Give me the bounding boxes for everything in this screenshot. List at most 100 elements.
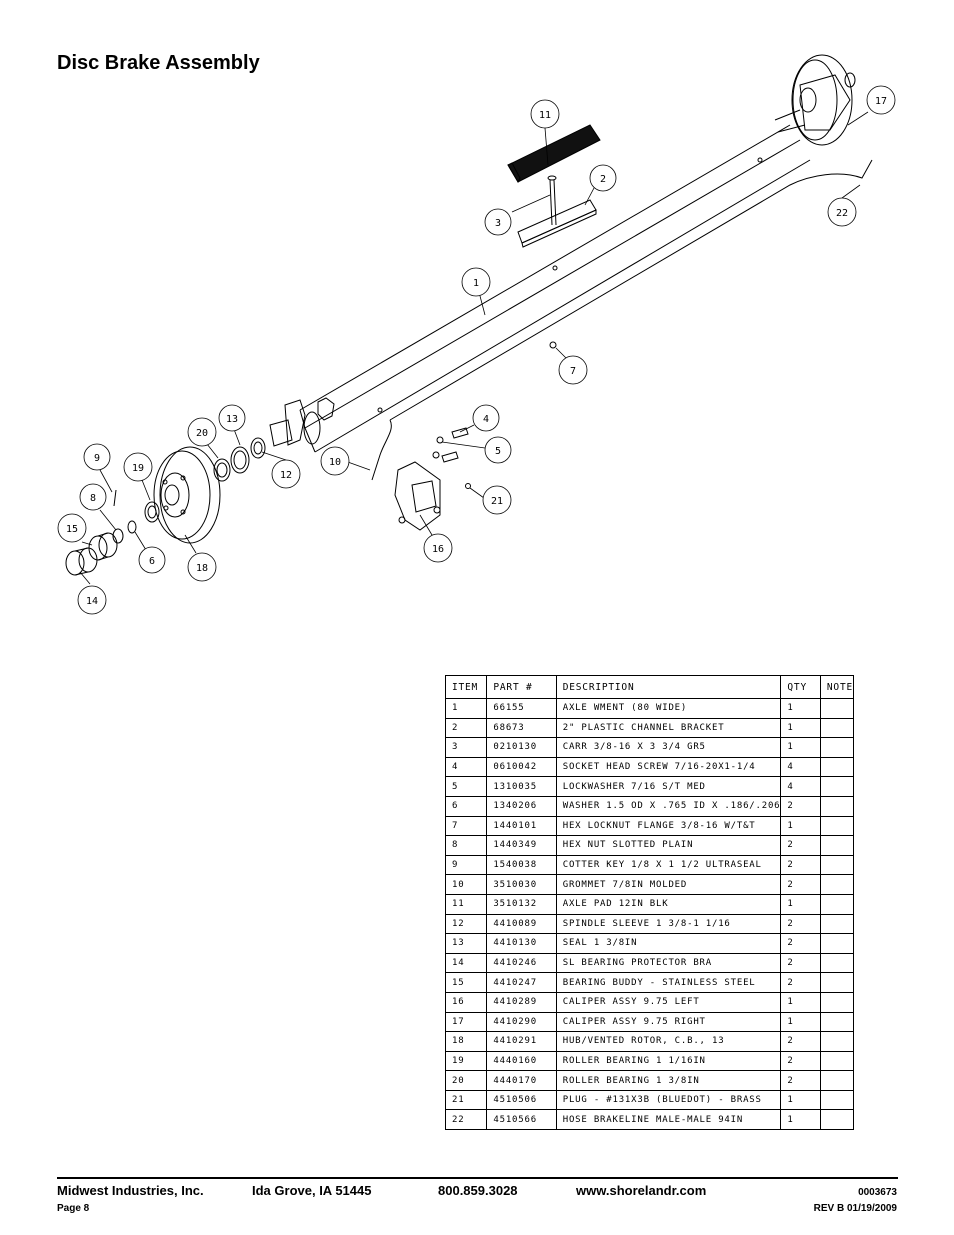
cell-note xyxy=(819,1070,855,1091)
cell-item: 1 xyxy=(444,698,488,719)
roller-bearing-20 xyxy=(213,458,231,482)
svg-text:7: 7 xyxy=(570,366,576,377)
cell-item: 16 xyxy=(444,991,488,1013)
svg-text:5: 5 xyxy=(495,446,501,457)
page-title: Disc Brake Assembly xyxy=(57,52,260,74)
cell-description: HOSE BRAKELINE MALE-MALE 94IN xyxy=(555,1109,782,1131)
svg-text:1: 1 xyxy=(473,278,479,289)
cell-part: 1540038 xyxy=(486,854,557,876)
cell-description: AXLE PAD 12IN BLK xyxy=(555,893,782,915)
cell-qty: 2 xyxy=(780,972,821,993)
cell-part: 4410247 xyxy=(486,972,557,993)
cell-item: 12 xyxy=(444,913,488,935)
cell-note xyxy=(819,893,855,915)
cell-qty: 1 xyxy=(780,1011,821,1033)
slotted-nut xyxy=(112,528,124,544)
cell-part: 4410246 xyxy=(486,952,557,974)
cell-qty: 1 xyxy=(780,893,821,915)
cotter-key xyxy=(113,489,117,507)
callout-7: 7 xyxy=(558,355,588,385)
cell-part: 4410291 xyxy=(486,1031,557,1052)
cell-note xyxy=(819,1089,855,1111)
cell-note xyxy=(819,756,855,778)
callout-20: 20 xyxy=(187,417,217,447)
cell-note xyxy=(819,737,855,758)
cell-part: 3510132 xyxy=(486,893,557,915)
cell-qty: 1 xyxy=(780,698,821,719)
svg-text:3: 3 xyxy=(495,218,501,229)
cell-note xyxy=(819,952,855,974)
callout-19: 19 xyxy=(123,452,153,482)
svg-text:13: 13 xyxy=(226,414,238,425)
cell-description: SL BEARING PROTECTOR BRA xyxy=(555,952,782,974)
cell-qty: 2 xyxy=(780,913,821,935)
cell-item: 7 xyxy=(444,815,488,837)
cell-note xyxy=(819,1011,855,1033)
cell-note xyxy=(819,854,855,876)
svg-text:18: 18 xyxy=(196,563,208,574)
svg-text:11: 11 xyxy=(539,110,551,121)
plug xyxy=(465,483,471,489)
brake-line-right xyxy=(389,159,873,421)
cell-qty: 1 xyxy=(780,737,821,758)
cell-part: 66155 xyxy=(486,698,557,719)
callout-3: 3 xyxy=(484,208,512,236)
cell-qty: 1 xyxy=(780,717,821,739)
svg-text:16: 16 xyxy=(432,544,444,555)
cell-item: 21 xyxy=(444,1089,488,1111)
leader-lines xyxy=(79,111,869,585)
cell-note xyxy=(819,874,855,895)
callout-1: 1 xyxy=(461,267,491,297)
cell-description: HUB/VENTED ROTOR, C.B., 13 xyxy=(555,1031,782,1052)
cell-description: HEX NUT SLOTTED PLAIN xyxy=(555,835,782,856)
cell-description: COTTER KEY 1/8 X 1 1/2 ULTRASEAL xyxy=(555,854,782,876)
cell-qty: 2 xyxy=(780,933,821,954)
callout-8: 8 xyxy=(79,483,107,511)
locknut xyxy=(549,341,557,349)
bearing-protector xyxy=(65,547,98,576)
cell-item: 6 xyxy=(444,795,488,817)
callout-12: 12 xyxy=(271,459,301,489)
cell-description: CALIPER ASSY 9.75 RIGHT xyxy=(555,1011,782,1033)
svg-text:9: 9 xyxy=(94,453,100,464)
hub-rotor xyxy=(153,446,221,544)
callout-13: 13 xyxy=(218,404,246,432)
cell-description: CALIPER ASSY 9.75 LEFT xyxy=(555,991,782,1013)
cell-note xyxy=(819,1050,855,1072)
cell-qty: 2 xyxy=(780,874,821,895)
callout-17: 17 xyxy=(866,85,896,115)
cell-item: 19 xyxy=(444,1050,488,1072)
washer-6 xyxy=(127,520,137,534)
cell-qty: 1 xyxy=(780,1109,821,1131)
cell-note xyxy=(819,835,855,856)
cell-item: 4 xyxy=(444,756,488,778)
callout-21: 21 xyxy=(482,485,512,515)
cell-description: WASHER 1.5 OD X .765 ID X .186/.206 xyxy=(555,795,782,817)
cell-part: 4440160 xyxy=(486,1050,557,1072)
cell-note xyxy=(819,698,855,719)
cell-note xyxy=(819,972,855,993)
cell-description: PLUG - #131X3B (BLUEDOT) - BRASS xyxy=(555,1089,782,1111)
cell-qty: 1 xyxy=(780,991,821,1013)
seal-13 xyxy=(230,446,250,474)
roller-bearing-19 xyxy=(144,501,160,523)
cell-note xyxy=(819,717,855,739)
svg-text:19: 19 xyxy=(132,463,144,474)
cell-qty: 2 xyxy=(780,795,821,817)
svg-text:17: 17 xyxy=(875,96,887,107)
cell-description: AXLE WMENT (80 WIDE) xyxy=(555,698,782,719)
